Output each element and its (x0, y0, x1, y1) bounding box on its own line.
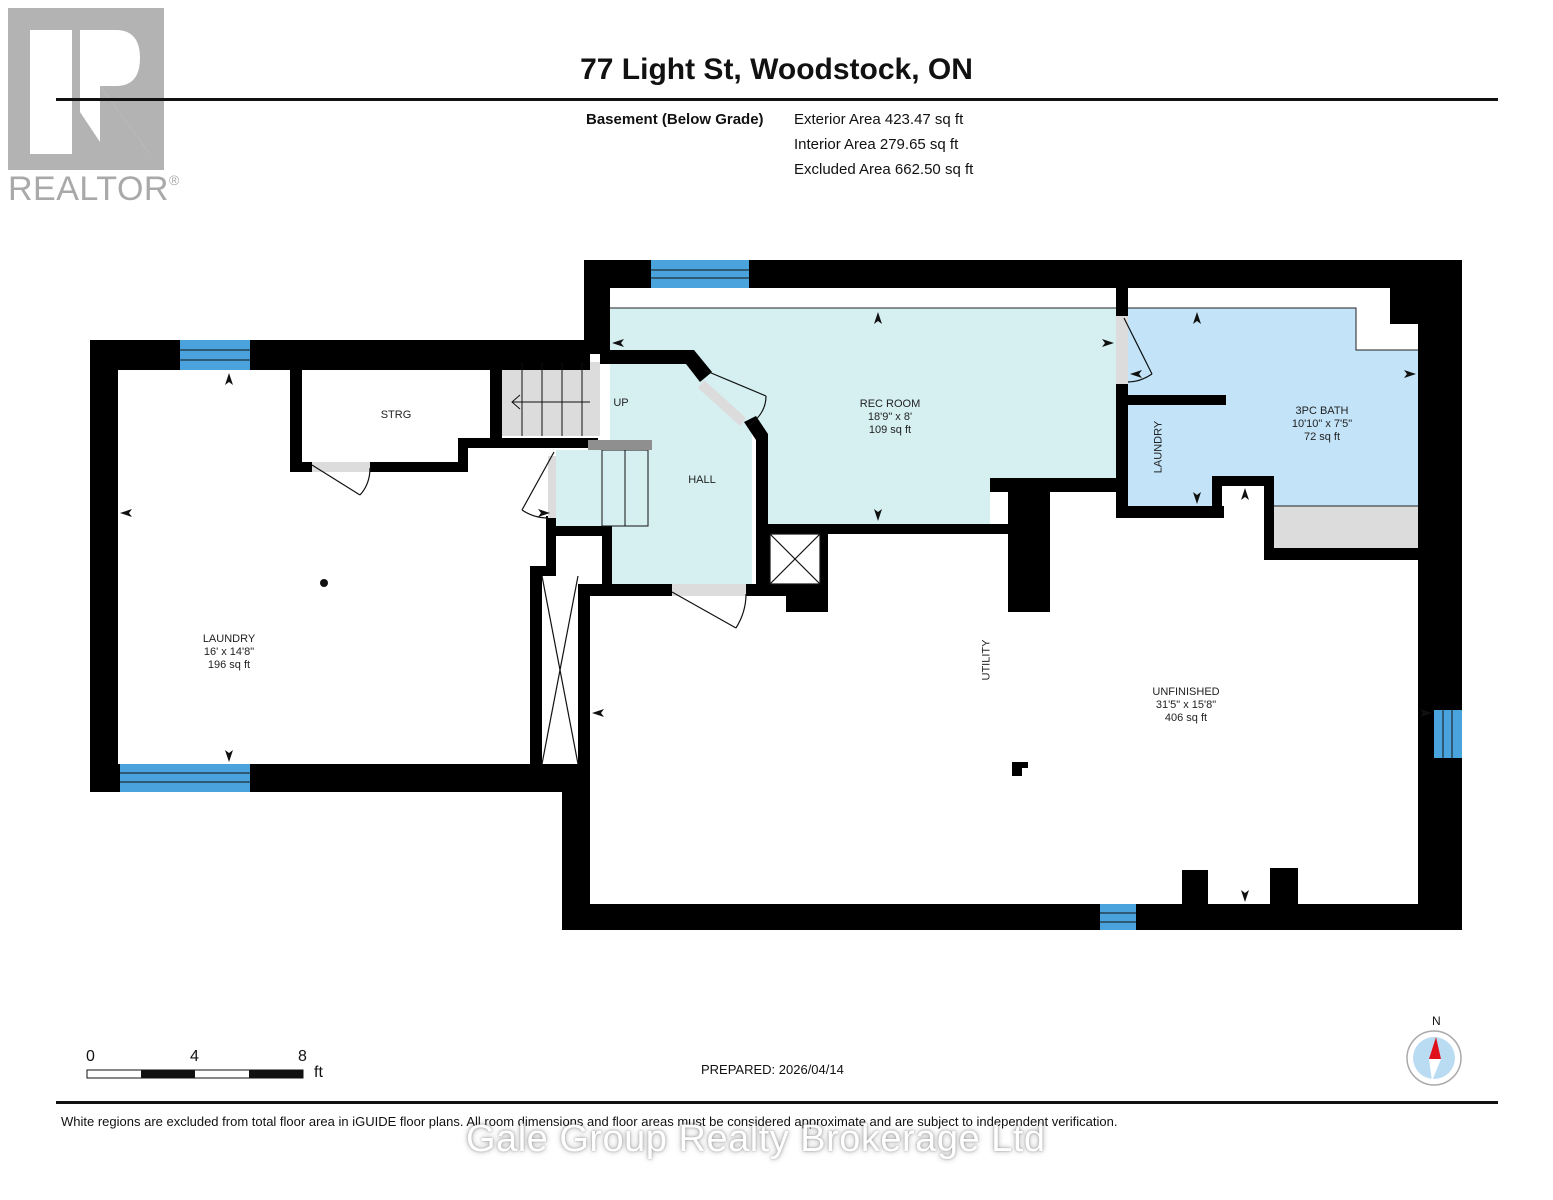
interior-area: Interior Area 279.65 sq ft (794, 136, 959, 153)
compass-north-label: N (1432, 1014, 1441, 1028)
room-label-storage: STRG (380, 409, 412, 421)
scale-tick-4: 4 (190, 1048, 199, 1065)
bath-fill (1128, 308, 1418, 506)
disclaimer: White regions are excluded from total fl… (61, 1114, 1118, 1129)
rec-room-fill (610, 308, 1116, 524)
stairs-up-fill (502, 362, 600, 436)
measurement-arrows (120, 312, 1432, 902)
title-divider (56, 98, 1498, 101)
hall-fill (556, 354, 752, 584)
scale-tick-0: 0 (86, 1048, 95, 1065)
windows (120, 260, 1462, 930)
footer-divider (56, 1101, 1498, 1104)
room-label-hall: HALL (688, 474, 716, 486)
compass-icon (1406, 1030, 1462, 1086)
scale-bar (86, 1069, 304, 1079)
page-title: 77 Light St, Woodstock, ON (580, 53, 973, 86)
scale-tick-8: 8 (298, 1048, 307, 1065)
scale-unit: ft (314, 1064, 323, 1081)
level-name: Basement (Below Grade) (586, 111, 764, 128)
excluded-area: Excluded Area 662.50 sq ft (794, 161, 974, 178)
floor-plan (90, 260, 1462, 930)
exterior-area: Exterior Area 423.47 sq ft (794, 111, 964, 128)
brokerage-watermark: Gale Group Realty Brokerage Ltd (466, 1118, 1046, 1160)
room-label-stairs-up: UP (613, 397, 629, 409)
realtor-logo-icon (8, 8, 164, 170)
room-label-laundry-nook: LAUNDRY (1152, 420, 1165, 474)
prepared-date: PREPARED: 2026/04/14 (701, 1062, 844, 1077)
bath-grey-area (1274, 506, 1418, 550)
room-label-utility: UTILITY (980, 639, 993, 681)
doors (311, 316, 1153, 765)
realtor-wordmark: REALTOR® (8, 170, 180, 208)
